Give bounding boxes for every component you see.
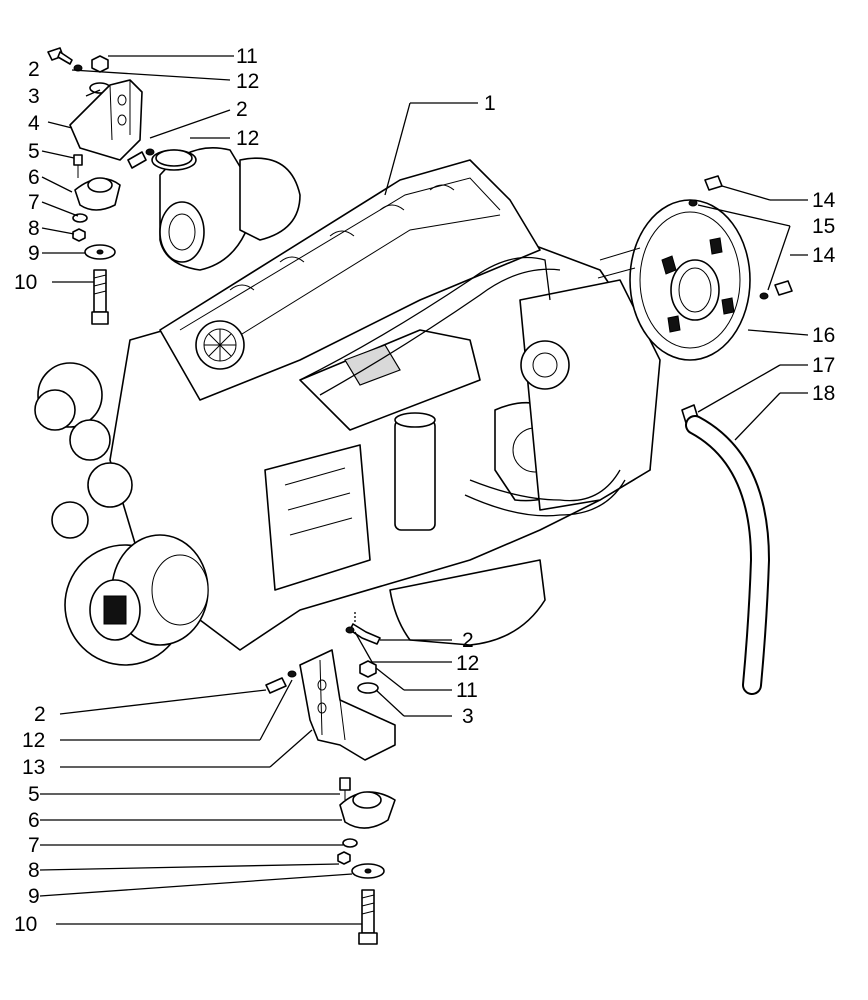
- callout-11-top: 11: [236, 45, 258, 68]
- callout-12-mid: 12: [456, 652, 479, 675]
- callout-2-mid: 2: [462, 629, 474, 652]
- callout-13: 13: [22, 756, 45, 779]
- callout-6-top: 6: [28, 166, 40, 189]
- callout-7-bottom: 7: [28, 834, 40, 857]
- callout-5-bottom: 5: [28, 783, 40, 806]
- callout-11-bottom: 11: [456, 679, 478, 702]
- callout-18: 18: [812, 382, 835, 405]
- callout-15: 15: [812, 215, 835, 238]
- callout-2-top-a: 2: [28, 58, 40, 81]
- callout-2-bottom: 2: [34, 703, 46, 726]
- callout-3-top: 3: [28, 85, 40, 108]
- callout-16: 16: [812, 324, 835, 347]
- callout-1: 1: [484, 92, 496, 115]
- callout-7-top: 7: [28, 191, 40, 214]
- top-left-mount-assembly: [47, 47, 193, 325]
- leader-lines: [39, 55, 809, 925]
- callout-10-top: 10: [14, 271, 37, 294]
- callout-3-bottom: 3: [462, 705, 474, 728]
- callout-6-bottom: 6: [28, 809, 40, 832]
- callout-labels: 11 2 12 3 2 4 12 5 6 7 8 9 10 1 14 15 14…: [14, 45, 836, 936]
- callout-5-top: 5: [28, 140, 40, 163]
- callout-8-bottom: 8: [28, 859, 40, 882]
- callout-14-b: 14: [812, 244, 836, 267]
- callout-12-bottom: 12: [22, 729, 45, 752]
- callout-4: 4: [28, 112, 40, 135]
- callout-10-bottom: 10: [14, 913, 37, 936]
- callout-12-top-a: 12: [236, 70, 259, 93]
- bottom-mount-assembly: [265, 623, 396, 945]
- callout-12-top-b: 12: [236, 127, 259, 150]
- engine-assembly: [34, 147, 661, 666]
- callout-14-a: 14: [812, 189, 836, 212]
- callout-9-bottom: 9: [28, 885, 40, 908]
- dipstick-tube: [681, 404, 771, 695]
- callout-8-top: 8: [28, 217, 40, 240]
- callout-9-top: 9: [28, 242, 40, 265]
- clutch-disc-assembly: [597, 175, 793, 361]
- callout-17: 17: [812, 354, 835, 377]
- callout-2-top-b: 2: [236, 98, 248, 121]
